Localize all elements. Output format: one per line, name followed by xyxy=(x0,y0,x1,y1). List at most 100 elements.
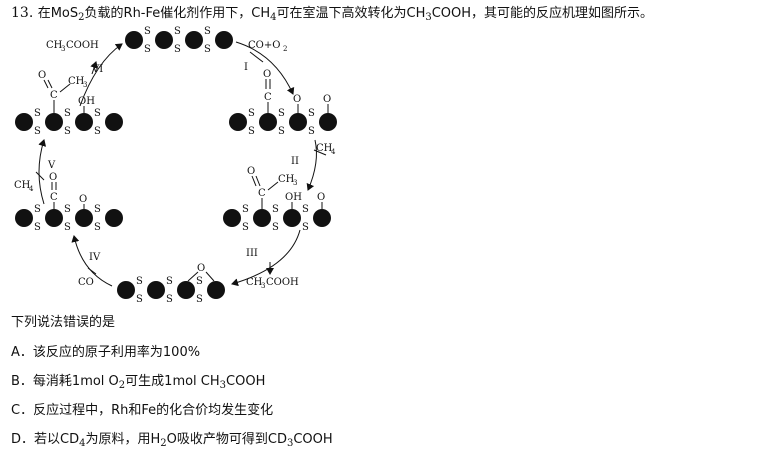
sulfur-label: S xyxy=(174,44,181,55)
product-acetic-acid-step3: CH xyxy=(246,277,263,288)
catalyst-right-2: S S S S S S C O CH 3 OH O xyxy=(223,166,331,233)
option-d-label: D． xyxy=(11,432,35,447)
question-stem: 13. 在MoS2负载的Rh-Fe催化剂作用下，CH4可在室温下高效转化为CH3… xyxy=(11,5,654,23)
step-label-2: II xyxy=(291,156,299,167)
svg-text:C: C xyxy=(50,90,58,101)
oxygen-label: O xyxy=(293,94,301,105)
svg-text:3: 3 xyxy=(261,282,265,290)
svg-text:CH: CH xyxy=(278,174,295,185)
carbon-label: C xyxy=(264,92,272,103)
catalyst-bottom: S S S S S S O xyxy=(117,263,225,305)
svg-text:S: S xyxy=(196,294,203,305)
oxygen-label: O xyxy=(263,69,271,80)
svg-text:S: S xyxy=(248,126,255,137)
svg-text:4: 4 xyxy=(29,185,34,193)
oxygen-label: O xyxy=(323,94,331,105)
svg-text:OH: OH xyxy=(78,96,95,107)
svg-text:S: S xyxy=(278,108,285,119)
svg-text:3: 3 xyxy=(61,45,65,53)
svg-text:S: S xyxy=(94,108,101,119)
step-label-1: I xyxy=(244,62,248,73)
svg-text:3: 3 xyxy=(293,179,297,187)
svg-text:S: S xyxy=(64,204,71,215)
svg-text:S: S xyxy=(278,126,285,137)
svg-text:S: S xyxy=(94,222,101,233)
svg-text:C: C xyxy=(50,192,58,203)
metal-atom xyxy=(155,31,173,49)
svg-text:S: S xyxy=(272,204,279,215)
svg-text:S: S xyxy=(302,222,309,233)
svg-text:CH: CH xyxy=(68,76,85,87)
svg-text:S: S xyxy=(308,126,315,137)
sulfur-label: S xyxy=(144,44,151,55)
svg-text:S: S xyxy=(166,276,173,287)
svg-text:O: O xyxy=(79,194,87,205)
option-d[interactable]: D．若以CD4为原料，用H2O吸收产物可得到CD3COOH xyxy=(11,432,333,449)
svg-text:COOH: COOH xyxy=(66,40,99,51)
svg-text:C: C xyxy=(258,188,266,199)
catalyst-right-1: S S S S S S C O O O xyxy=(229,69,337,137)
sulfur-label: S xyxy=(204,26,211,37)
svg-text:OH: OH xyxy=(285,192,302,203)
svg-text:S: S xyxy=(34,204,41,215)
svg-text:S: S xyxy=(94,126,101,137)
svg-text:S: S xyxy=(34,222,41,233)
step-label-5: V xyxy=(47,160,56,171)
svg-text:S: S xyxy=(64,126,71,137)
svg-text:O: O xyxy=(197,263,205,274)
step-label-4: IV xyxy=(89,252,101,263)
catalyst-left-1: S S S S S S C O CH 3 OH xyxy=(15,70,123,137)
catalyst-left-2: S S S S S S C O O xyxy=(15,172,123,233)
svg-text:3: 3 xyxy=(83,81,87,89)
svg-text:S: S xyxy=(64,222,71,233)
arrow-step-1 xyxy=(235,41,295,95)
sulfur-label: S xyxy=(204,44,211,55)
svg-text:4: 4 xyxy=(331,148,336,156)
metal-atom xyxy=(185,31,203,49)
reactant-ch4-step2: CH xyxy=(316,143,333,154)
catalyst-top: S S S S S S xyxy=(125,26,233,55)
metal-atom xyxy=(125,31,143,49)
svg-text:S: S xyxy=(242,204,249,215)
reactant-co-step4: CO xyxy=(78,277,94,288)
step-label-3: III xyxy=(246,248,258,259)
svg-text:S: S xyxy=(136,276,143,287)
step-label-6: VI xyxy=(91,64,103,75)
question-number: 13. xyxy=(11,5,34,21)
option-c[interactable]: C．反应过程中，Rh和Fe的化合价均发生变化 xyxy=(11,399,273,418)
product-acetic-acid-step6: CH xyxy=(46,40,63,51)
svg-text:O: O xyxy=(49,172,57,183)
svg-text:O: O xyxy=(247,166,255,177)
svg-text:S: S xyxy=(302,204,309,215)
metal-atom xyxy=(215,31,233,49)
svg-text:S: S xyxy=(166,294,173,305)
option-a-label: A． xyxy=(11,345,33,360)
option-b[interactable]: B．每消耗1mol O2可生成1mol CH3COOH xyxy=(11,374,266,391)
arrow-step-5 xyxy=(38,139,47,205)
svg-text:O: O xyxy=(38,70,46,81)
arrow-step-3 xyxy=(231,229,301,287)
svg-text:S: S xyxy=(248,108,255,119)
sulfur-label: S xyxy=(144,26,151,37)
svg-text:S: S xyxy=(308,108,315,119)
reactant-ch4-step5: CH xyxy=(14,180,31,191)
svg-text:S: S xyxy=(196,276,203,287)
arrow-step-2 xyxy=(306,139,317,191)
option-b-label: B． xyxy=(11,374,33,389)
reaction-mechanism-diagram: S S S S S S S S S S S S C O O O S S S S … xyxy=(14,26,337,305)
option-a[interactable]: A．该反应的原子利用率为100% xyxy=(11,341,200,360)
option-c-label: C． xyxy=(11,403,34,418)
reactant-co-o2: CO+O xyxy=(248,40,280,51)
svg-text:S: S xyxy=(64,108,71,119)
svg-text:COOH: COOH xyxy=(266,277,299,288)
svg-text:2: 2 xyxy=(283,45,287,53)
svg-text:S: S xyxy=(34,126,41,137)
sulfur-label: S xyxy=(174,26,181,37)
svg-text:S: S xyxy=(94,204,101,215)
option-a-text: 该反应的原子利用率为100% xyxy=(32,345,201,360)
option-c-text: 反应过程中，Rh和Fe的化合价均发生变化 xyxy=(33,403,274,418)
svg-text:S: S xyxy=(272,222,279,233)
question-prompt: 下列说法错误的是 xyxy=(11,315,116,330)
arrow-step-6 xyxy=(79,43,123,107)
svg-text:S: S xyxy=(34,108,41,119)
